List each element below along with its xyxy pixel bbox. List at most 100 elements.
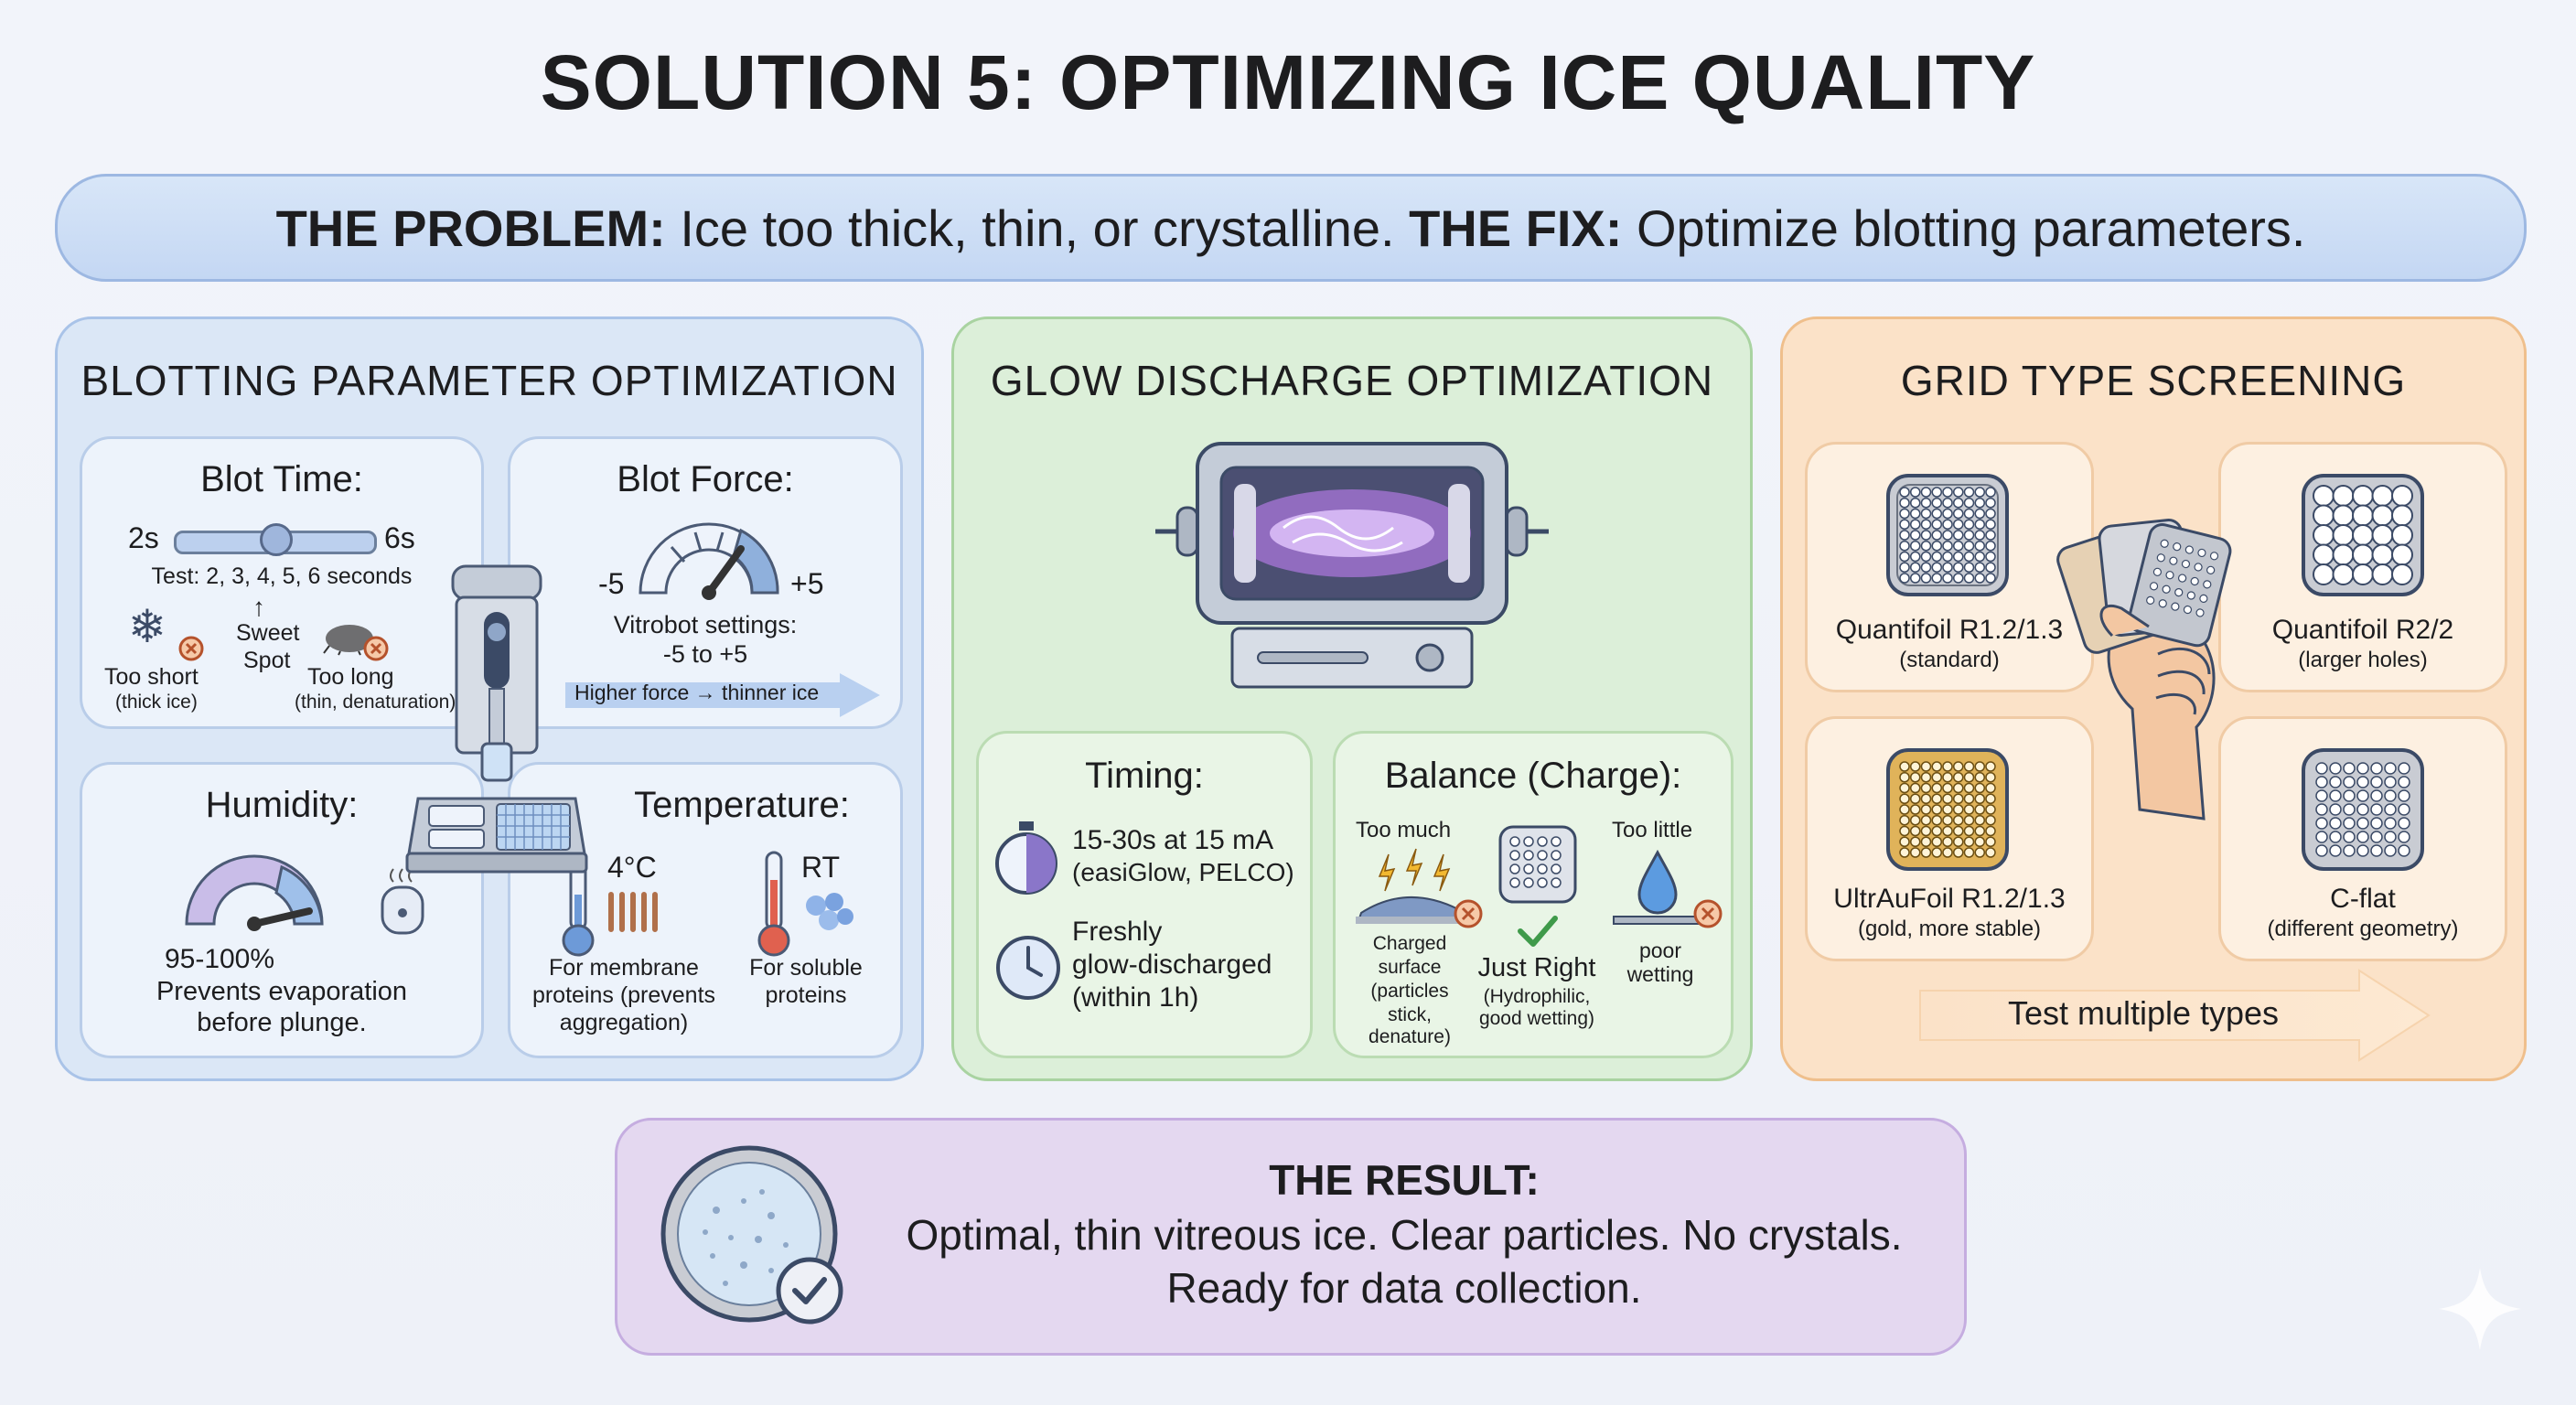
snowflake-icon: ❄ [128,601,166,652]
no-icon-short [178,636,204,661]
charged-text-5: denature) [1368,1026,1451,1047]
blot-time-title: Blot Time: [200,459,363,499]
grid-card-quantifoil-r22: Quantifoil R2/2 (larger holes) [2218,442,2507,692]
grid-card-quantifoil-r12: Quantifoil R1.2/1.3 (standard) [1805,442,2094,692]
test-multiple-arrow-icon [1919,969,2431,1062]
blot-time-max: 6s [384,521,415,554]
result-title: THE RESULT: [1269,1156,1540,1204]
fresh-line-1: Freshly [1072,917,1163,947]
timing-title: Timing: [1085,756,1204,796]
vitrobot-settings-1: Vitrobot settings: [613,611,798,638]
vitreous-ice-grid-icon [660,1145,843,1325]
grid-note-1: (standard) [1899,648,2000,672]
too-short-note: (thick ice) [115,692,198,713]
glow-title: GLOW DISCHARGE OPTIMIZATION [990,357,1714,404]
hand-holding-grids-icon [2056,519,2232,820]
grid-title: GRID TYPE SCREENING [1900,357,2407,404]
problem-label: THE PROBLEM: [275,198,666,257]
grid-name-2: Quantifoil R2/2 [2271,615,2454,645]
humidifier-icon [381,868,424,935]
just-right-note-1: (Hydrophilic, [1483,986,1591,1007]
humidity-card: Humidity: 95-100% Prevents evaporation b… [80,762,484,1058]
fresh-line-3: (within 1h) [1072,982,1199,1013]
up-arrow-icon: ↑ [252,593,265,621]
no-icon-too-little [1693,899,1723,928]
balance-title: Balance (Charge): [1384,756,1682,796]
just-right-note-2: good wetting) [1478,1008,1595,1029]
force-arrow-icon [565,673,880,717]
humidity-title: Humidity: [205,785,359,825]
grid-quantifoil-r12-icon [1886,474,2009,596]
denatured-protein-icon [323,625,376,656]
glow-discharge-panel: GLOW DISCHARGE OPTIMIZATION Timing: 15-3… [951,316,1753,1081]
temperature-card: Temperature: 4°C RT For membrane protein… [508,762,903,1058]
just-right-label: Just Right [1477,953,1596,982]
charged-text-3: (particles [1370,981,1449,1002]
membrane-protein-icon [608,892,658,932]
charged-text-1: Charged [1372,933,1447,954]
too-long-note: (thin, denaturation) [295,692,456,713]
grid-name-4: C-flat [2330,884,2396,914]
temperature-title: Temperature: [634,785,850,825]
grid-quantifoil-r22-icon [2302,474,2424,596]
grid-screening-panel: GRID TYPE SCREENING Quantifoil R1.2/1.3 … [1780,316,2527,1081]
grid-name-3: UltrAuFoil R1.2/1.3 [1833,884,2066,914]
cold-temp-label: 4°C [607,851,657,884]
timing-line-2: (easiGlow, PELCO) [1072,858,1294,886]
humidity-desc-1: Prevents evaporation [156,977,408,1006]
force-max: +5 [790,567,824,600]
charged-text-2: surface [1378,957,1442,978]
fresh-line-2: glow-discharged [1072,949,1272,980]
grid-cflat-icon [2302,748,2424,871]
checkmark-icon [1518,916,1558,947]
poor-wetting-2: wetting [1626,962,1694,986]
too-long-label: Too long [307,664,394,690]
water-drop-icon [1613,849,1702,925]
blot-time-min: 2s [128,521,159,554]
grid-card-ultraufoil: UltrAuFoil R1.2/1.3 (gold, more stable) [1805,716,2094,961]
problem-fix-banner: THE PROBLEM: Ice too thick, thin, or cry… [55,174,2527,282]
glow-discharge-device-icon [1155,442,1549,689]
fix-label: THE FIX: [1409,198,1623,257]
no-icon-too-much [1454,899,1483,928]
sparkle-icon [2439,1268,2521,1350]
cold-desc-2: proteins (prevents [531,982,716,1008]
no-icon-long [363,636,389,661]
blot-time-slider-thumb[interactable] [260,523,293,556]
grid-note-2: (larger holes) [2298,648,2428,672]
grid-card-cflat: C-flat (different geometry) [2218,716,2507,961]
blotting-panel: BLOTTING PARAMETER OPTIMIZATION Blot Tim… [55,316,924,1081]
timing-line-1: 15-30s at 15 mA [1072,825,1274,855]
force-gauge-icon [639,522,779,600]
balance-card: Balance (Charge): Too much Too little [1333,731,1733,1058]
fix-text: Optimize blotting parameters. [1622,198,2306,257]
force-min: -5 [598,567,625,600]
too-short-label: Too short [104,664,199,690]
cold-desc-1: For membrane [549,955,699,981]
blotting-title: BLOTTING PARAMETER OPTIMIZATION [80,357,898,404]
vitrobot-settings-2: -5 to +5 [662,640,748,668]
vitrobot-machine-icon [405,564,588,874]
rt-temp-label: RT [801,851,841,884]
humidity-value: 95-100% [164,944,275,974]
grid-note-3: (gold, more stable) [1857,917,2042,941]
blot-force-card: Blot Force: -5 +5 Vitrobot settings: -5 … [508,436,903,729]
rt-thermometer-icon [757,851,790,957]
blot-force-title: Blot Force: [617,459,794,499]
rt-desc-1: For soluble [749,955,863,981]
too-much-label: Too much [1356,818,1452,842]
grid-ultraufoil-icon [1886,748,2009,871]
problem-text: Ice too thick, thin, or crystalline. [665,198,1410,257]
result-panel: THE RESULT: Optimal, thin vitreous ice. … [615,1118,1967,1356]
humidity-gauge-icon [185,854,324,931]
page-title: SOLUTION 5: OPTIMIZING ICE QUALITY [540,39,2036,125]
grid-sample-icon [1498,825,1577,904]
humidity-desc-2: before plunge. [197,1008,367,1037]
blot-time-test: Test: 2, 3, 4, 5, 6 seconds [151,563,413,589]
sweet-spot-label-2: Spot [243,648,291,673]
poor-wetting-1: poor [1638,938,1682,962]
test-multiple-text: Test multiple types [2007,994,2280,1032]
stopwatch-icon [995,821,1057,895]
blot-time-card: Blot Time: 2s 6s Test: 2, 3, 4, 5, 6 sec… [80,436,484,729]
result-line-1: Optimal, thin vitreous ice. Clear partic… [906,1211,1903,1259]
